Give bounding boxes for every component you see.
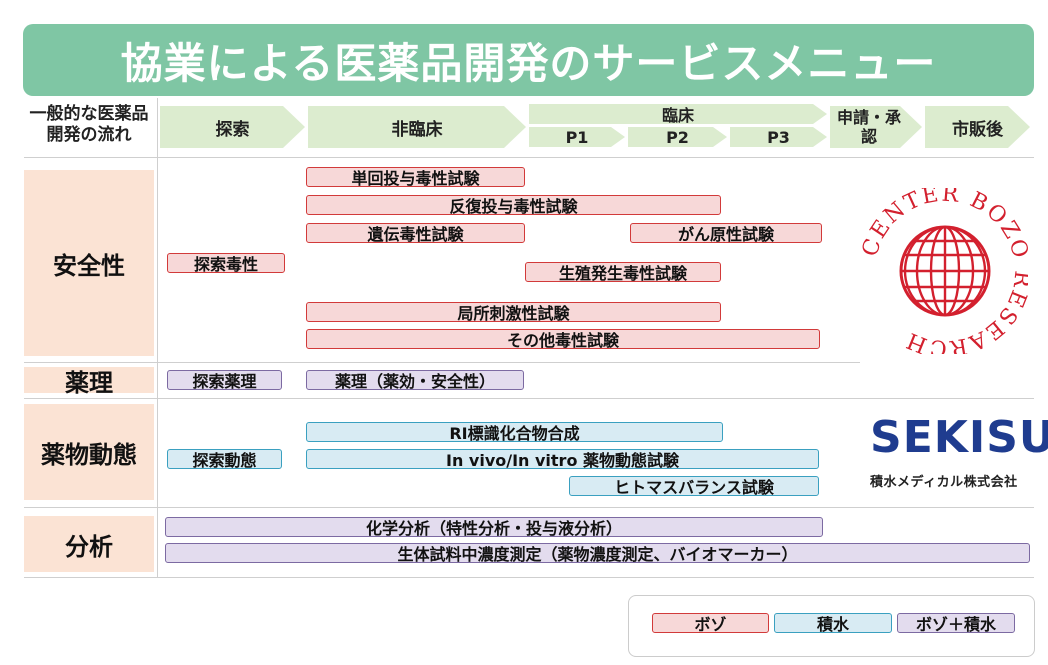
divider [24, 362, 860, 363]
page-title: 協業による医薬品開発のサービスメニュー [23, 24, 1034, 96]
stage-hirinsho: 非臨床 [308, 106, 526, 148]
item-tansaku-yakuri: 探索薬理 [167, 370, 282, 391]
legend-joint: ボゾ＋積水 [897, 613, 1015, 634]
item-yakuri: 薬理（薬効・安全性） [306, 370, 524, 391]
item-tansaku-dotai: 探索動態 [167, 449, 282, 470]
stage-rinsho: 臨床 [529, 104, 827, 124]
stage-p3: P3 [730, 127, 827, 147]
item-ri-gosei: RI標識化合物合成 [306, 422, 723, 443]
item-mass-balance: ヒトマスバランス試験 [569, 476, 819, 497]
stage-tansaku: 探索 [160, 106, 305, 148]
divider [24, 577, 1034, 578]
category-safety: 安全性 [24, 170, 154, 356]
item-kyokusho-shiken: 局所刺激性試験 [306, 302, 721, 323]
item-sonota-dokusei: その他毒性試験 [306, 329, 820, 350]
sekisui-logo: SEKISUI [870, 412, 1048, 463]
item-hanpuku-dokusei: 反復投与毒性試験 [306, 195, 721, 216]
item-iden-dokusei: 遺伝毒性試験 [306, 223, 525, 244]
legend-sekisui: 積水 [774, 613, 892, 634]
stage-shinsei: 申請・承認 [830, 106, 922, 148]
category-pharmacology: 薬理 [24, 367, 154, 397]
category-pharmacokinetics: 薬物動態 [24, 404, 154, 500]
item-tankai-dokusei: 単回投与毒性試験 [306, 167, 525, 188]
divider [24, 157, 1034, 158]
stage-p1: P1 [529, 127, 625, 147]
item-tansaku-dokusei: 探索毒性 [167, 253, 285, 274]
category-analysis: 分析 [24, 516, 154, 572]
divider [24, 398, 1034, 399]
bozo-logo: CENTER BOZO RESEARCH [858, 182, 1033, 361]
item-invivo: In vivo/In vitro 薬物動態試験 [306, 449, 819, 470]
stage-p2: P2 [628, 127, 727, 147]
sekisui-logo-subtitle: 積水メディカル株式会社 [870, 475, 1018, 490]
item-gangen-shiken: がん原性試験 [630, 223, 822, 244]
flow-label: 一般的な医薬品開発の流れ [29, 104, 149, 145]
stage-shihango: 市販後 [925, 106, 1030, 148]
divider [157, 98, 158, 578]
item-kagaku-bunseki: 化学分析（特性分析・投与液分析） [165, 517, 823, 538]
divider [24, 507, 1034, 508]
item-seishoku-shiken: 生殖発生毒性試験 [525, 262, 721, 283]
item-seitai-sokutei: 生体試料中濃度測定（薬物濃度測定、バイオマーカー） [165, 543, 1030, 564]
legend-bozo: ボゾ [652, 613, 769, 634]
